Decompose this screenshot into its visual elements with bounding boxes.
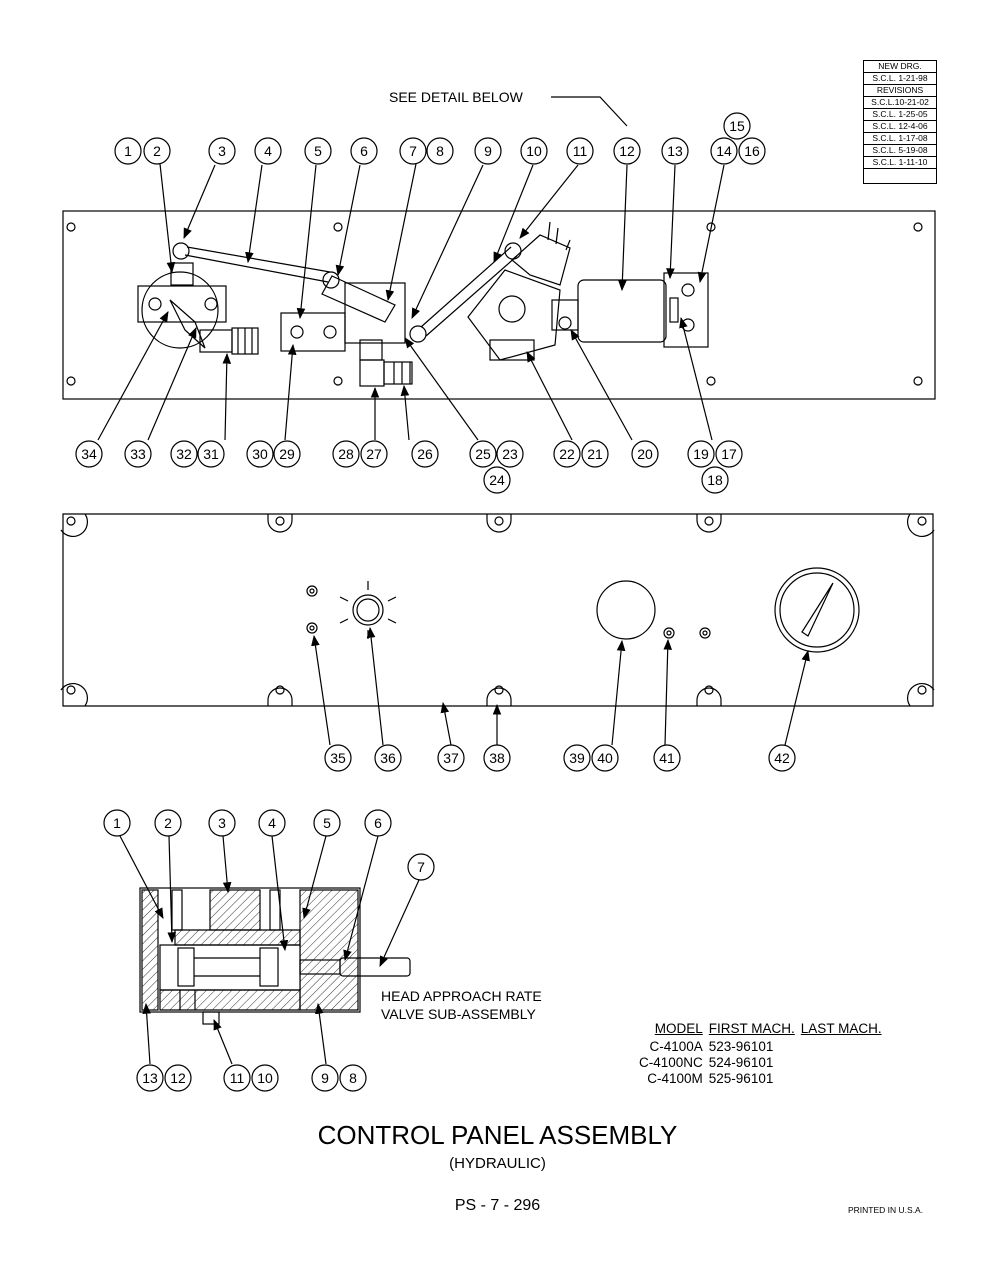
callout-label: 29 — [279, 446, 295, 462]
revision-header-1: NEW DRG. — [864, 61, 936, 73]
callout-label: 16 — [744, 143, 760, 159]
callout-label: 3 — [218, 815, 226, 831]
callout-label: 32 — [176, 446, 192, 462]
revision-header-2: S.C.L. 1-21-98 — [864, 73, 936, 85]
revision-entry: S.C.L. 5-19-08 — [864, 145, 936, 157]
callout-label: 11 — [230, 1070, 245, 1086]
sub-assembly-body — [139, 887, 361, 1013]
top-panel-plate — [62, 210, 936, 400]
callout-label: 8 — [349, 1070, 357, 1086]
callout-label: 15 — [729, 118, 745, 134]
callout-label: 9 — [321, 1070, 329, 1086]
callout-label: 19 — [693, 446, 709, 462]
revision-entry: S.C.L. 12-4-06 — [864, 121, 936, 133]
callout-label: 22 — [559, 446, 575, 462]
callout-label: 21 — [587, 446, 603, 462]
callout-label: 8 — [436, 143, 444, 159]
callout-label: 41 — [659, 750, 675, 766]
callout-label: 35 — [330, 750, 346, 766]
revision-entry: S.C.L. 1-17-08 — [864, 133, 936, 145]
page-number: PS - 7 - 296 — [454, 1197, 541, 1214]
revision-entry: S.C.L. 1-25-05 — [864, 109, 936, 121]
model-cell: C-4100NC — [639, 1055, 703, 1070]
callout-label: 2 — [164, 815, 172, 831]
callout-label: 20 — [637, 446, 653, 462]
callout-label: 6 — [360, 143, 368, 159]
callout-label: 23 — [502, 446, 518, 462]
callout-label: 34 — [81, 446, 97, 462]
callout-label: 4 — [264, 143, 272, 159]
revision-entry: S.C.L. 1-11-10 — [864, 157, 936, 169]
callout-label: 28 — [338, 446, 354, 462]
model-cell: C-4100M — [647, 1071, 703, 1086]
callout-label: 3 — [218, 143, 226, 159]
printed-note: PRINTED IN U.S.A. — [848, 1205, 924, 1215]
model-cell: C-4100A — [649, 1039, 703, 1054]
callout-label: 7 — [409, 143, 417, 159]
callout-label: 6 — [374, 815, 382, 831]
detail-note: SEE DETAIL BELOW — [389, 89, 523, 105]
revision-block: NEW DRG. S.C.L. 1-21-98 REVISIONS S.C.L.… — [863, 60, 937, 184]
callout-label: 5 — [323, 815, 331, 831]
callout-label: 14 — [716, 143, 732, 159]
callout-label: 17 — [721, 446, 737, 462]
callout-label: 12 — [170, 1070, 186, 1086]
page-title: CONTROL PANEL ASSEMBLY — [317, 1120, 678, 1150]
callout-label: 4 — [268, 815, 276, 831]
model-row: C-4100A 523-96101 — [636, 1039, 885, 1055]
last-mach-header: LAST MACH. — [800, 1021, 882, 1036]
callout-label: 18 — [707, 472, 723, 488]
last-mach-cell — [798, 1055, 885, 1071]
callout-label: 11 — [573, 143, 588, 159]
revision-entry: S.C.L.10-21-02 — [864, 97, 936, 109]
callout-label: 38 — [489, 750, 505, 766]
callout-label: 5 — [314, 143, 322, 159]
callout-label: 7 — [417, 859, 425, 875]
first-mach-cell: 524-96101 — [708, 1055, 774, 1070]
callout-label: 10 — [257, 1070, 273, 1086]
callout-label: 37 — [443, 750, 459, 766]
callout-label: 24 — [489, 472, 505, 488]
callout-label: 33 — [130, 446, 146, 462]
callout-label: 30 — [252, 446, 268, 462]
model-header: MODEL — [654, 1021, 703, 1036]
callout-label: 1 — [113, 815, 121, 831]
first-mach-cell: 525-96101 — [708, 1071, 774, 1086]
first-mach-cell: 523-96101 — [708, 1039, 774, 1054]
front-panel-plate — [62, 513, 934, 707]
first-mach-header: FIRST MACH. — [708, 1021, 795, 1036]
page-subtitle: (HYDRAULIC) — [449, 1155, 546, 1172]
last-mach-cell — [798, 1039, 885, 1055]
sub-assembly-label-2: VALVE SUB-ASSEMBLY — [381, 1006, 536, 1022]
callout-label: 10 — [526, 143, 542, 159]
callout-label: 12 — [619, 143, 635, 159]
callout-label: 31 — [203, 446, 219, 462]
callout-label: 39 — [569, 750, 585, 766]
callout-label: 36 — [380, 750, 396, 766]
callout-label: 26 — [417, 446, 433, 462]
callout-label: 9 — [484, 143, 492, 159]
model-row: C-4100NC 524-96101 — [636, 1055, 885, 1071]
callout-label: 27 — [366, 446, 382, 462]
sub-assembly-label-1: HEAD APPROACH RATE — [381, 988, 542, 1004]
callout-label: 1 — [124, 143, 132, 159]
callout-label: 25 — [475, 446, 491, 462]
callout-label: 13 — [142, 1070, 158, 1086]
revision-header-3: REVISIONS — [864, 85, 936, 97]
model-row: C-4100M 525-96101 — [636, 1071, 885, 1087]
callout-label: 42 — [774, 750, 790, 766]
callout-label: 40 — [597, 750, 613, 766]
callout-label: 13 — [667, 143, 683, 159]
model-table: MODEL FIRST MACH. LAST MACH. C-4100A 523… — [636, 1021, 885, 1087]
callout-label: 2 — [153, 143, 161, 159]
last-mach-cell — [798, 1071, 885, 1087]
